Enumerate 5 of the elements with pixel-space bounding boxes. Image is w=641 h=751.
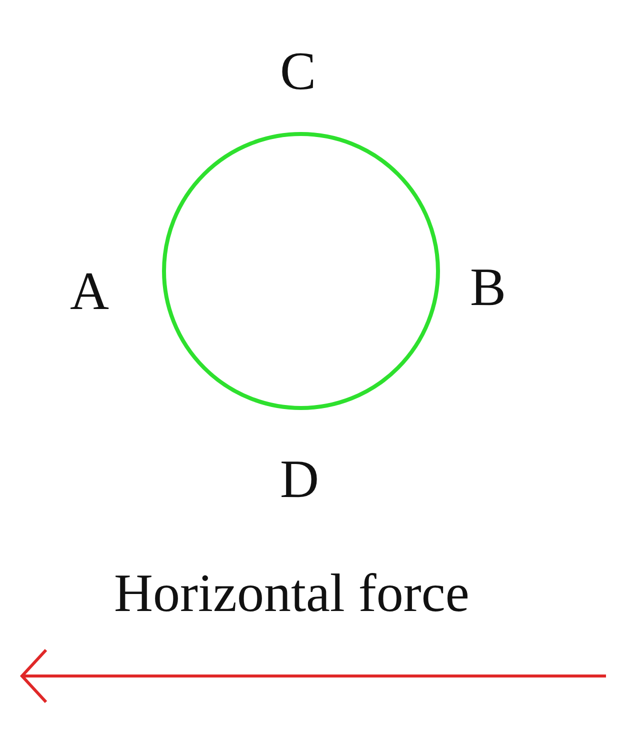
text-label: A xyxy=(70,264,109,318)
text-label: Horizontal force xyxy=(114,566,470,620)
text-label: B xyxy=(470,260,506,314)
text-label: D xyxy=(280,452,319,506)
text-label: C xyxy=(280,44,316,98)
